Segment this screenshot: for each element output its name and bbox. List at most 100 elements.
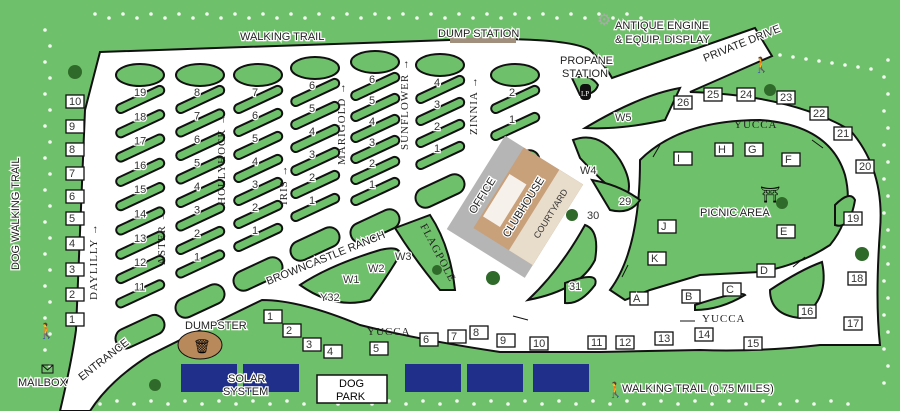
lettered-site[interactable]: E [776, 224, 796, 240]
site-label[interactable]: F [784, 153, 794, 168]
site-number[interactable]: 12 [133, 256, 148, 271]
site-number[interactable]: 14 [133, 207, 148, 222]
yucca-site[interactable]: 13 [654, 331, 674, 347]
site-label[interactable]: 15 [746, 337, 761, 352]
other-site[interactable]: W4 [579, 164, 598, 179]
yucca-site[interactable]: 22 [809, 106, 829, 121]
site-label[interactable]: 2 [285, 324, 294, 339]
site-label[interactable]: 5 [68, 212, 77, 227]
site-number[interactable]: 4 [433, 76, 442, 91]
site-number[interactable]: 6 [308, 79, 317, 94]
site-label[interactable]: 3 [68, 263, 77, 278]
site-number[interactable]: 2 [368, 157, 377, 172]
other-site[interactable]: W3 [394, 250, 413, 265]
site-number[interactable]: 4 [308, 125, 317, 140]
yucca-site[interactable]: 16 [797, 304, 817, 320]
other-site[interactable]: 29 [618, 195, 633, 210]
site-label[interactable]: 23 [779, 91, 794, 106]
yucca-site[interactable]: 2 [282, 323, 302, 339]
left-site[interactable]: 5 [65, 211, 85, 227]
site-number[interactable]: 1 [368, 178, 377, 193]
site-label[interactable]: J [660, 220, 668, 235]
site-label[interactable]: 10 [532, 337, 547, 352]
site-label[interactable]: 5 [372, 342, 381, 357]
site-label[interactable]: 13 [657, 332, 672, 347]
yucca-site[interactable]: 1 [263, 309, 283, 325]
site-label[interactable]: D [759, 264, 770, 279]
other-site[interactable]: W2 [367, 262, 386, 277]
left-site[interactable]: 1 [65, 312, 85, 327]
lettered-site[interactable]: B [681, 289, 701, 304]
lettered-site[interactable]: A [629, 291, 649, 306]
site-label[interactable]: W5 [614, 111, 633, 126]
yucca-site[interactable]: 6 [419, 332, 439, 347]
site-number[interactable]: 18 [133, 110, 148, 125]
site-number[interactable]: 2 [508, 86, 517, 101]
other-site[interactable]: W5 [614, 111, 633, 126]
site-number[interactable]: 15 [133, 183, 148, 198]
site-number[interactable]: 2 [433, 120, 442, 135]
site-label[interactable]: 7 [450, 330, 459, 345]
site-label[interactable]: H [717, 143, 728, 158]
site-number[interactable]: 13 [133, 232, 148, 247]
yucca-site[interactable]: 15 [743, 336, 763, 352]
site-number[interactable]: 6 [193, 133, 202, 148]
site-label[interactable]: G [747, 143, 758, 158]
site-number[interactable]: 2 [251, 201, 260, 216]
site-label[interactable]: 20 [858, 160, 873, 175]
site-number[interactable]: 5 [193, 156, 202, 171]
left-site[interactable]: 9 [65, 119, 85, 134]
site-label[interactable]: 30 [586, 209, 601, 224]
site-label[interactable]: 26 [676, 96, 691, 111]
site-label[interactable]: 19 [846, 212, 861, 227]
site-label[interactable]: 3 [305, 338, 314, 353]
site-number[interactable]: 5 [308, 102, 317, 117]
site-number[interactable]: 3 [193, 203, 202, 218]
site-number[interactable]: 1 [508, 113, 517, 128]
lettered-site[interactable]: F [781, 152, 801, 168]
site-number[interactable]: 11 [133, 280, 147, 295]
site-number[interactable]: 1 [193, 250, 202, 265]
yucca-site[interactable]: 12 [615, 335, 635, 350]
yucca-site[interactable]: 11 [587, 335, 607, 350]
yucca-site[interactable]: 18 [847, 271, 867, 286]
site-number[interactable]: 7 [193, 109, 202, 124]
site-label[interactable]: W1 [342, 273, 361, 288]
left-site[interactable]: 2 [65, 287, 85, 302]
site-number[interactable]: 2 [308, 171, 317, 186]
site-number[interactable]: 1 [308, 194, 317, 209]
site-label[interactable]: 21 [836, 127, 851, 142]
yucca-site[interactable]: 21 [833, 126, 853, 142]
other-site[interactable]: 31 [568, 280, 583, 295]
site-label[interactable]: 17 [846, 317, 861, 332]
site-number[interactable]: 8 [193, 86, 202, 101]
lettered-site[interactable]: C [722, 282, 742, 298]
site-label[interactable]: K [650, 252, 661, 267]
site-label[interactable]: 16 [800, 305, 815, 320]
mailbox-label[interactable]: MAILBOX [17, 376, 69, 391]
other-site[interactable]: W1 [342, 273, 361, 288]
site-label[interactable]: 8 [68, 143, 77, 158]
site-number[interactable]: 4 [251, 155, 260, 170]
site-label[interactable]: 8 [472, 326, 481, 341]
yucca-site[interactable]: 7 [447, 329, 467, 345]
site-label[interactable]: 24 [739, 88, 754, 103]
left-site[interactable]: 7 [65, 166, 85, 181]
site-label[interactable]: 25 [706, 88, 721, 103]
left-site[interactable]: 6 [65, 189, 85, 204]
dog-park-box[interactable] [316, 374, 388, 404]
yucca-site[interactable]: 19 [843, 211, 863, 227]
site-label[interactable]: 1 [266, 310, 275, 325]
site-label[interactable]: E [779, 225, 789, 240]
yucca-site[interactable]: 20 [855, 159, 875, 175]
site-number[interactable]: 19 [133, 86, 148, 101]
yucca-site[interactable]: 17 [843, 316, 863, 332]
dumpster-label[interactable]: DUMPSTER [184, 319, 248, 334]
site-label[interactable]: C [725, 283, 736, 298]
lettered-site[interactable]: K [647, 251, 667, 267]
site-number[interactable]: 6 [251, 109, 260, 124]
yucca-site[interactable]: 23 [776, 90, 796, 106]
site-number[interactable]: 2 [193, 227, 202, 242]
lettered-site[interactable]: J [657, 219, 677, 235]
yucca-site[interactable]: 10 [529, 336, 549, 352]
